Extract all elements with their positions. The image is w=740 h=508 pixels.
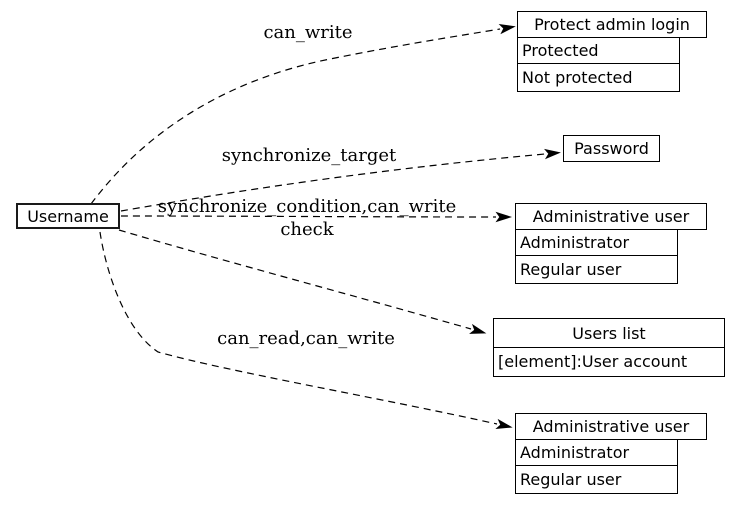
node-username: Username <box>16 203 120 229</box>
edge-label-synchronize-condition-line2: check <box>280 219 334 240</box>
edge-to-admin-user-2 <box>99 231 513 429</box>
edge-synchronize-condition <box>120 211 512 223</box>
edge-label-synchronize-target: synchronize_target <box>221 145 397 166</box>
node-administrative-user-2: Administrative user Administrator Regula… <box>515 413 707 494</box>
node-administrative-user-1-row-administrator: Administrator <box>515 228 678 257</box>
edge-label-can-read-can-write: can_read,can_write <box>217 328 395 349</box>
node-administrative-user-2-row-regular-user: Regular user <box>515 465 678 494</box>
node-users-list: Users list [element]:User account <box>493 318 725 377</box>
edge-label-synchronize-condition: synchronize_condition,can_write check <box>158 195 457 241</box>
node-protect-admin-login: Protect admin login Protected Not protec… <box>517 11 707 92</box>
node-password: Password <box>563 135 660 162</box>
node-administrative-user-1: Administrative user Administrator Regula… <box>515 203 707 284</box>
node-password-title: Password <box>563 135 660 162</box>
node-administrative-user-2-row-administrator: Administrator <box>515 438 678 467</box>
node-administrative-user-2-title: Administrative user <box>515 413 707 440</box>
edge-label-can-write: can_write <box>263 22 353 43</box>
node-protect-admin-login-row-protected: Protected <box>517 36 680 65</box>
node-protect-admin-login-row-not-protected: Not protected <box>517 63 680 92</box>
node-users-list-row-element: [element]:User account <box>493 346 725 377</box>
node-administrative-user-1-title: Administrative user <box>515 203 707 230</box>
edge-label-synchronize-condition-line1: synchronize_condition,can_write <box>157 196 457 217</box>
node-protect-admin-login-title: Protect admin login <box>517 11 707 38</box>
node-administrative-user-1-row-regular-user: Regular user <box>515 255 678 284</box>
edge-can-read-can-write <box>118 229 487 334</box>
node-users-list-title: Users list <box>493 318 725 348</box>
edge-can-write <box>90 23 516 205</box>
node-username-label: Username <box>27 206 109 226</box>
